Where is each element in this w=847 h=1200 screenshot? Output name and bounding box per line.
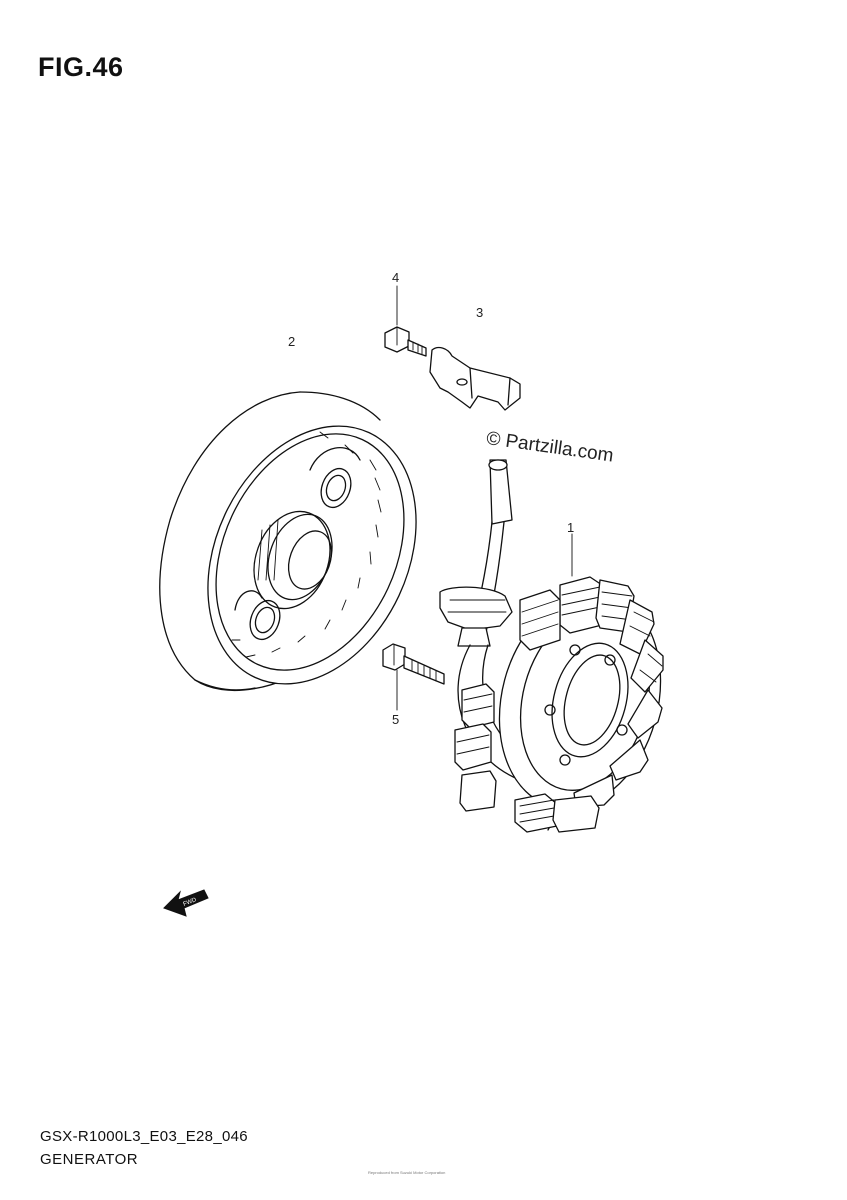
figure-title: FIG.46	[38, 52, 124, 82]
callout-2: 2	[288, 334, 296, 349]
callout-3: 3	[476, 305, 484, 320]
stator-poles	[454, 576, 664, 833]
callout-1: 1	[567, 520, 575, 535]
callout-4: 4	[392, 270, 400, 285]
fwd-label: FWD	[183, 897, 199, 908]
diagram-code: GSX-R1000L3_E03_E28_046	[40, 1128, 248, 1145]
bracket-bolt[interactable]	[384, 326, 427, 357]
generator-rotor[interactable]	[159, 391, 456, 718]
copyright-fineprint: Reproduced from Suzuki Motor Corporation	[368, 1170, 446, 1175]
diagram-name: GENERATOR	[40, 1151, 139, 1168]
fwd-direction-badge: FWD	[163, 889, 209, 917]
stator-coil[interactable]	[439, 459, 684, 833]
wire-clamp-bracket[interactable]	[429, 346, 521, 411]
callout-5: 5	[392, 712, 400, 727]
stator-bolt[interactable]	[382, 643, 445, 685]
